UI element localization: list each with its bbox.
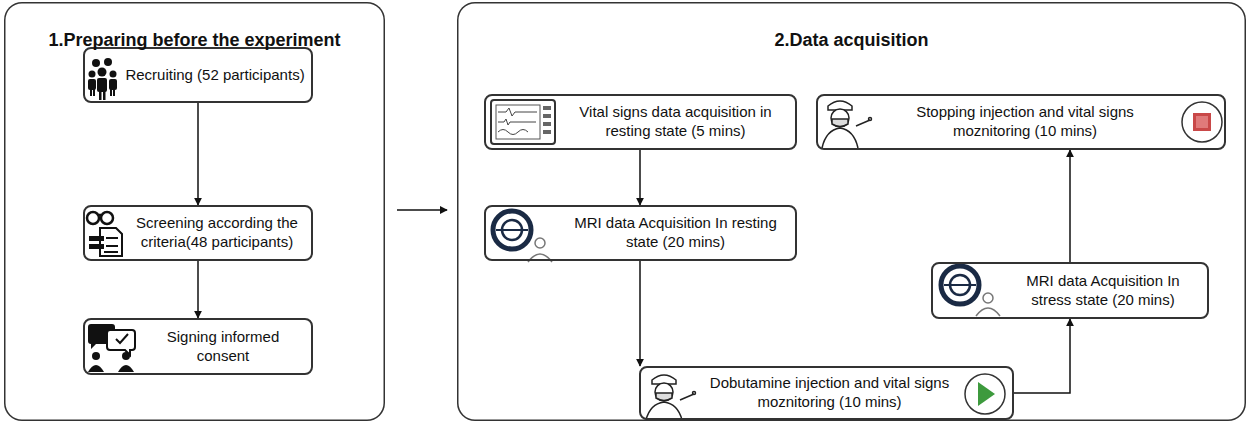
process-box: Screening according the criteria(48 part… bbox=[83, 205, 313, 261]
box-label: Screening according the criteria(48 part… bbox=[129, 214, 305, 252]
process-box: Recruiting (52 participants) bbox=[83, 47, 313, 103]
screening-icon bbox=[87, 212, 122, 256]
box-label: Dobutamine injection and vital signs moz… bbox=[703, 374, 956, 412]
text-area: Dobutamine injection and vital signs moz… bbox=[703, 368, 956, 418]
box-label: Signing informed consent bbox=[141, 328, 305, 366]
text-area: Screening according the criteria(48 part… bbox=[129, 207, 305, 259]
flow-arrow bbox=[639, 261, 641, 366]
process-box: Dobutamine injection and vital signs moz… bbox=[639, 366, 1014, 420]
stage-panel: 2.Data acquisitionVital signs data acqui… bbox=[457, 2, 1246, 421]
play-symbol bbox=[965, 374, 1005, 414]
text-area: MRI data Acquisition In stress state (20… bbox=[1005, 264, 1201, 317]
flow-arrow bbox=[1069, 150, 1071, 262]
panel-title: 2.Data acquisition bbox=[457, 2, 1246, 51]
process-box: Signing informed consent bbox=[83, 318, 313, 375]
text-area: Stopping injection and vital signs mozni… bbox=[876, 96, 1174, 148]
flow-arrow bbox=[197, 103, 199, 205]
consent-icon bbox=[88, 324, 135, 372]
box-label: Stopping injection and vital signs mozni… bbox=[876, 103, 1174, 141]
text-area: Recruiting (52 participants) bbox=[125, 49, 305, 101]
flow-arrow bbox=[197, 261, 199, 318]
text-area: MRI data Acquisition In resting state (2… bbox=[562, 207, 789, 259]
text-area: Vital signs data acquisition in resting … bbox=[562, 96, 789, 148]
box-label: Recruiting (52 participants) bbox=[125, 66, 304, 85]
flow-arrow bbox=[1014, 319, 1070, 393]
nurse-icon bbox=[822, 101, 872, 148]
process-box: Vital signs data acquisition in resting … bbox=[484, 94, 797, 150]
mri-scanner-icon bbox=[493, 211, 552, 262]
vital-signs-monitor-icon bbox=[491, 100, 555, 144]
stop-symbol bbox=[1182, 102, 1222, 142]
text-area: Signing informed consent bbox=[141, 320, 305, 373]
box-label: MRI data Acquisition In stress state (20… bbox=[1005, 272, 1201, 310]
process-box: Stopping injection and vital signs mozni… bbox=[816, 94, 1226, 150]
flow-arrow bbox=[639, 150, 641, 205]
panel-title: 1.Preparing before the experiment bbox=[4, 2, 385, 51]
stage-panel: 1.Preparing before the experimentRecruit… bbox=[4, 2, 385, 421]
mri-scanner-icon bbox=[941, 266, 1000, 316]
nurse-icon bbox=[646, 375, 696, 420]
box-label: MRI data Acquisition In resting state (2… bbox=[562, 214, 789, 252]
process-box: MRI data Acquisition In stress state (20… bbox=[931, 262, 1209, 319]
flow-arrow bbox=[397, 209, 447, 211]
process-box: MRI data Acquisition In resting state (2… bbox=[484, 205, 797, 261]
box-label: Vital signs data acquisition in resting … bbox=[562, 103, 789, 141]
people-icon bbox=[88, 58, 117, 100]
